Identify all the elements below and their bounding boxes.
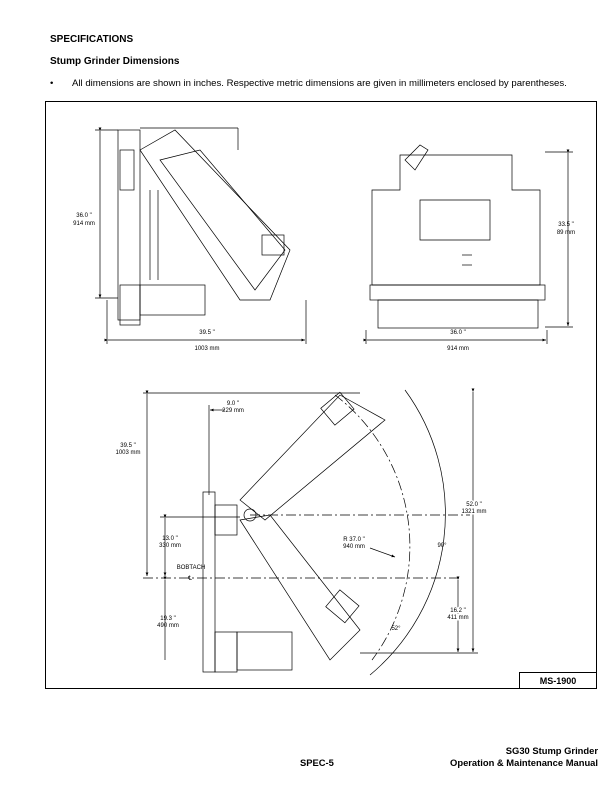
side-height-mm: 914 mm (73, 221, 95, 227)
footer-product: SG30 Stump Grinder (505, 745, 598, 756)
total-mm: 1321 mm (461, 509, 486, 515)
upper-in: 13.0 " (162, 536, 177, 542)
swing-height-in: 39.5 " (120, 443, 135, 449)
footer-page-number: SPEC-5 (300, 757, 334, 768)
note-text: All dimensions are shown in inches. Resp… (72, 78, 567, 89)
rear-height-in: 33.5 " (558, 222, 573, 228)
swing-height-mm: 1003 mm (115, 450, 140, 456)
figure-id: MS-1900 (519, 672, 596, 689)
side-view-drawing (117, 127, 291, 326)
drop-mm: 411 mm (447, 615, 468, 621)
note-bullet: • All dimensions are shown in inches. Res… (50, 78, 567, 89)
subsection-heading: Stump Grinder Dimensions (50, 56, 180, 67)
section-heading: SPECIFICATIONS (50, 34, 134, 45)
lower-in: 19.3 " (160, 616, 175, 622)
bobtach-label: BOBTACH (177, 565, 206, 571)
bullet-icon: • (50, 78, 54, 89)
offset-mm: 229 mm (222, 408, 244, 414)
swing-angle: 90° (437, 543, 447, 549)
centerline-icon: ℄ (187, 576, 192, 582)
rear-view-drawing (369, 144, 546, 329)
drop-in: 16.2 " (450, 608, 465, 614)
footer-manual: Operation & Maintenance Manual (450, 757, 598, 768)
offset-in: 9.0 " (227, 401, 239, 407)
swing-view-drawing (202, 391, 386, 673)
rear-height-mm: 89 mm (557, 230, 575, 236)
rear-width-in: 36.0 " (450, 330, 465, 336)
side-height-in: 36.0 " (76, 213, 91, 219)
upper-mm: 330 mm (159, 543, 181, 549)
side-length-mm: 1003 mm (194, 346, 219, 352)
rear-width-mm: 914 mm (447, 346, 469, 352)
side-length-in: 39.5 " (199, 330, 214, 336)
radius-in: R 37.0 " (343, 537, 364, 543)
radius-mm: 940 mm (343, 544, 365, 550)
tilt-angle: 52° (391, 626, 401, 632)
dimension-drawing: 36.0 " 914 mm 39.5 " 1003 mm 33.5 " 89 m… (73, 127, 575, 676)
lower-mm: 490 mm (157, 623, 179, 629)
figure-frame (45, 101, 597, 689)
total-in: 52.0 " (466, 502, 481, 508)
